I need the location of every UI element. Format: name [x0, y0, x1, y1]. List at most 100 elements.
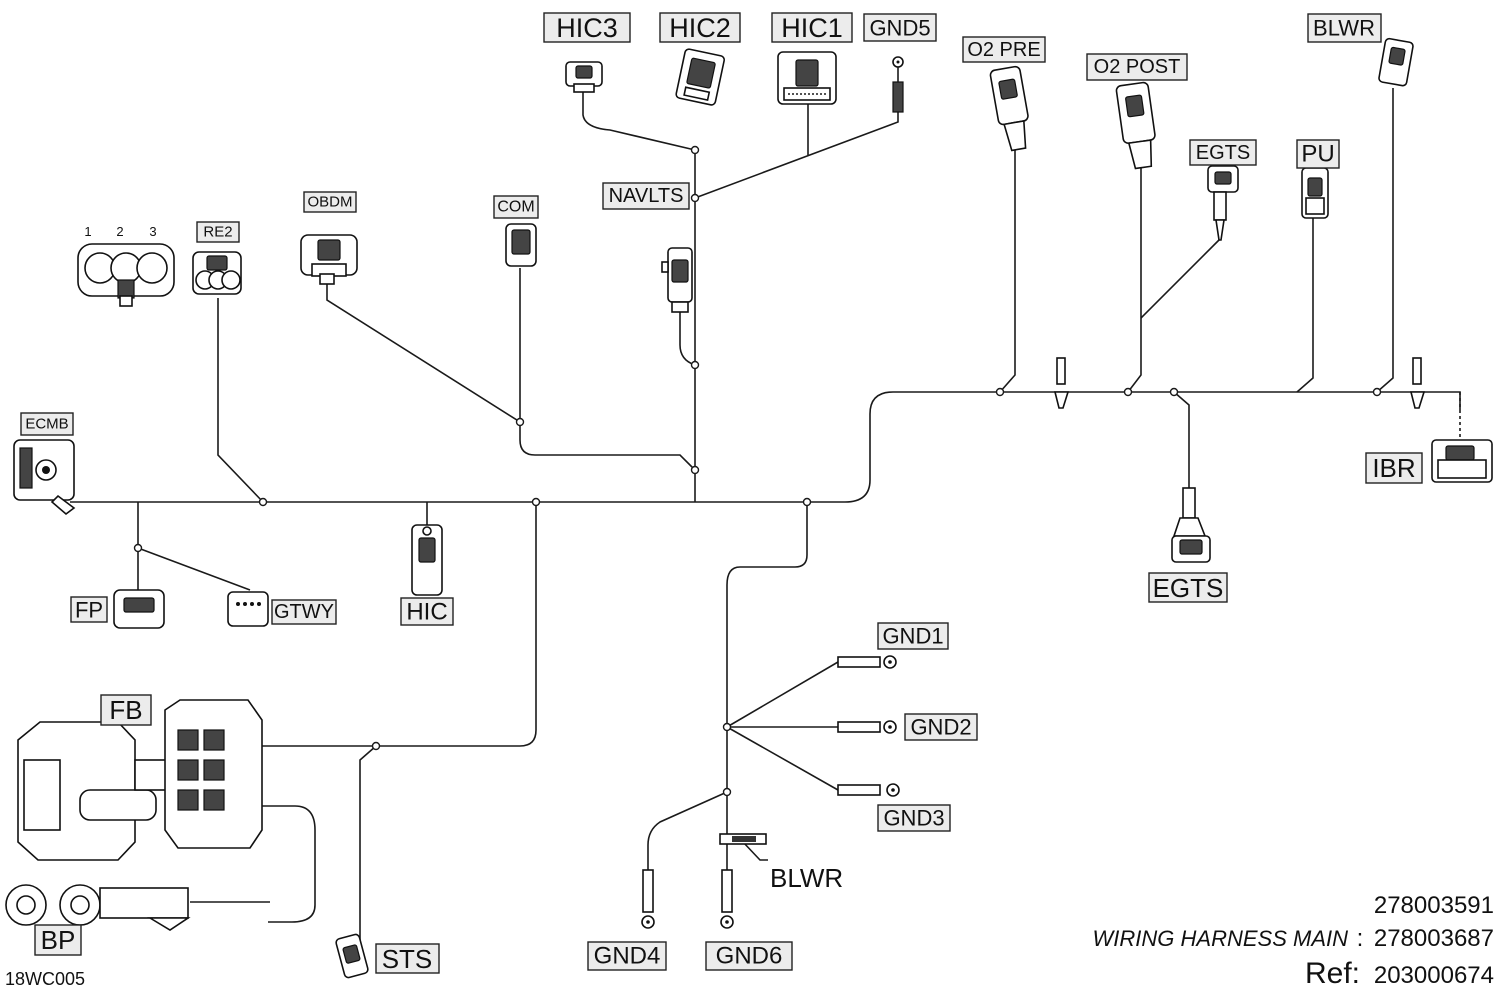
svg-text:BLWR: BLWR — [1313, 16, 1375, 41]
sts-wire — [359, 745, 377, 940]
splice-node — [258, 497, 268, 507]
splice-node — [802, 497, 812, 507]
label-ecmb: ECMB — [20, 412, 74, 436]
o2pre-sensor-connector-icon — [989, 65, 1029, 152]
connector-shapes — [5, 37, 1493, 979]
relay-pin-2: 2 — [116, 224, 123, 239]
splice-node — [133, 543, 143, 553]
gnd6-terminal-icon — [720, 869, 734, 929]
svg-text:HIC1: HIC1 — [781, 13, 843, 43]
svg-text:RE2: RE2 — [203, 224, 232, 241]
label-hic1: HIC1 — [771, 12, 853, 43]
ground-branch-wire — [726, 502, 808, 870]
gnd2-terminal-icon — [837, 720, 897, 734]
label-gnd1: GND1 — [877, 622, 949, 650]
label-gnd6: GND6 — [705, 941, 793, 971]
harness-colon: : — [1357, 925, 1364, 952]
label-gnd3: GND3 — [877, 804, 951, 832]
inline-fuse-icon — [1409, 357, 1426, 409]
splice-node — [690, 193, 700, 203]
pu-wire — [1296, 218, 1314, 393]
label-fb: FB — [100, 694, 152, 726]
navlts-wire — [679, 310, 696, 366]
gnd1-wire — [726, 661, 839, 728]
svg-text:GTWY: GTWY — [274, 601, 334, 623]
svg-text:GND6: GND6 — [716, 943, 783, 970]
svg-text:HIC2: HIC2 — [669, 13, 731, 43]
label-egts-bottom: EGTS — [1148, 572, 1228, 603]
splice-nodes — [133, 145, 1382, 797]
splice-node — [531, 497, 541, 507]
obdm-wire — [326, 282, 696, 471]
splice-node — [371, 741, 381, 751]
label-sts: STS — [375, 943, 440, 974]
splice-node — [690, 145, 700, 155]
blwr-connector-icon — [1378, 37, 1414, 87]
blwr-top-wire — [1376, 88, 1394, 393]
inline-fuse-icon — [1053, 357, 1070, 409]
part-number-1: 278003591 — [1374, 892, 1494, 919]
gnd3-terminal-icon — [837, 783, 900, 797]
ibr-connector-icon — [1431, 439, 1493, 483]
label-o2post: O2 POST — [1086, 53, 1188, 81]
svg-text:GND2: GND2 — [910, 715, 971, 740]
splice-node — [690, 465, 700, 475]
label-hic3: HIC3 — [543, 12, 631, 43]
label-o2pre: O2 PRE — [962, 36, 1046, 63]
label-gnd5: GND5 — [863, 13, 937, 42]
relay-pin-3: 3 — [149, 224, 156, 239]
harness-name: WIRING HARNESS MAIN — [1093, 926, 1349, 951]
re2-connector-icon — [192, 251, 242, 295]
hic-connector-icon — [411, 524, 443, 596]
relay-connector-icon — [77, 243, 175, 307]
battery-positive-terminal-icon — [5, 884, 191, 931]
egts-bottom-wire — [1173, 391, 1190, 488]
svg-text:PU: PU — [1301, 141, 1334, 168]
obdm-connector-icon — [300, 234, 358, 285]
hic3-wire — [582, 92, 696, 151]
o2post-sensor-connector-icon — [1115, 81, 1156, 170]
label-hic2: HIC2 — [659, 12, 741, 43]
ref-number: 203000674 — [1374, 962, 1494, 989]
wires — [70, 88, 1461, 940]
fp-connector-icon — [113, 589, 165, 629]
svg-text:FP: FP — [75, 598, 103, 623]
pu-sensor-connector-icon — [1301, 167, 1329, 219]
label-gtwy: GTWY — [271, 599, 337, 625]
label-navlts: NAVLTS — [602, 182, 690, 210]
label-blwr-top: BLWR — [1307, 13, 1382, 43]
egts-top-wire — [1140, 239, 1220, 319]
blwr-ground-wire — [742, 841, 768, 861]
svg-text:EGTS: EGTS — [1196, 142, 1250, 164]
com-connector-icon — [505, 223, 537, 267]
label-hic: HIC — [400, 597, 454, 626]
splice-node — [1169, 387, 1179, 397]
svg-text:OBDM: OBDM — [308, 194, 353, 211]
svg-text:BP: BP — [41, 925, 76, 955]
o2post-wire — [1127, 165, 1142, 393]
hic1-gnd5-wire — [694, 104, 899, 199]
label-re2: RE2 — [196, 221, 240, 243]
fp-gtwy-wire — [137, 502, 251, 591]
label-ibr: IBR — [1365, 452, 1423, 484]
label-gnd2: GND2 — [904, 713, 978, 741]
gnd1-terminal-icon — [837, 655, 897, 669]
relay-pin-1: 1 — [84, 224, 91, 239]
label-egts-top: EGTS — [1189, 139, 1257, 166]
svg-text:HIC3: HIC3 — [556, 13, 618, 43]
splice-node — [722, 722, 732, 732]
svg-text:FB: FB — [109, 695, 142, 725]
label-obdm: OBDM — [303, 191, 357, 213]
label-fp: FP — [70, 596, 108, 623]
svg-text:GND3: GND3 — [883, 806, 944, 831]
splice-node — [995, 387, 1005, 397]
svg-text:O2 POST: O2 POST — [1094, 56, 1181, 78]
connector-labels: HIC3 HIC2 HIC1 GND5 O2 PRE O2 POST BLWR … — [20, 12, 1423, 974]
gnd4-wire — [647, 791, 728, 870]
hic2-connector-icon — [675, 48, 726, 106]
splice-node — [722, 787, 732, 797]
label-blwr-bottom: BLWR — [770, 863, 843, 893]
svg-text:ECMB: ECMB — [25, 416, 68, 433]
